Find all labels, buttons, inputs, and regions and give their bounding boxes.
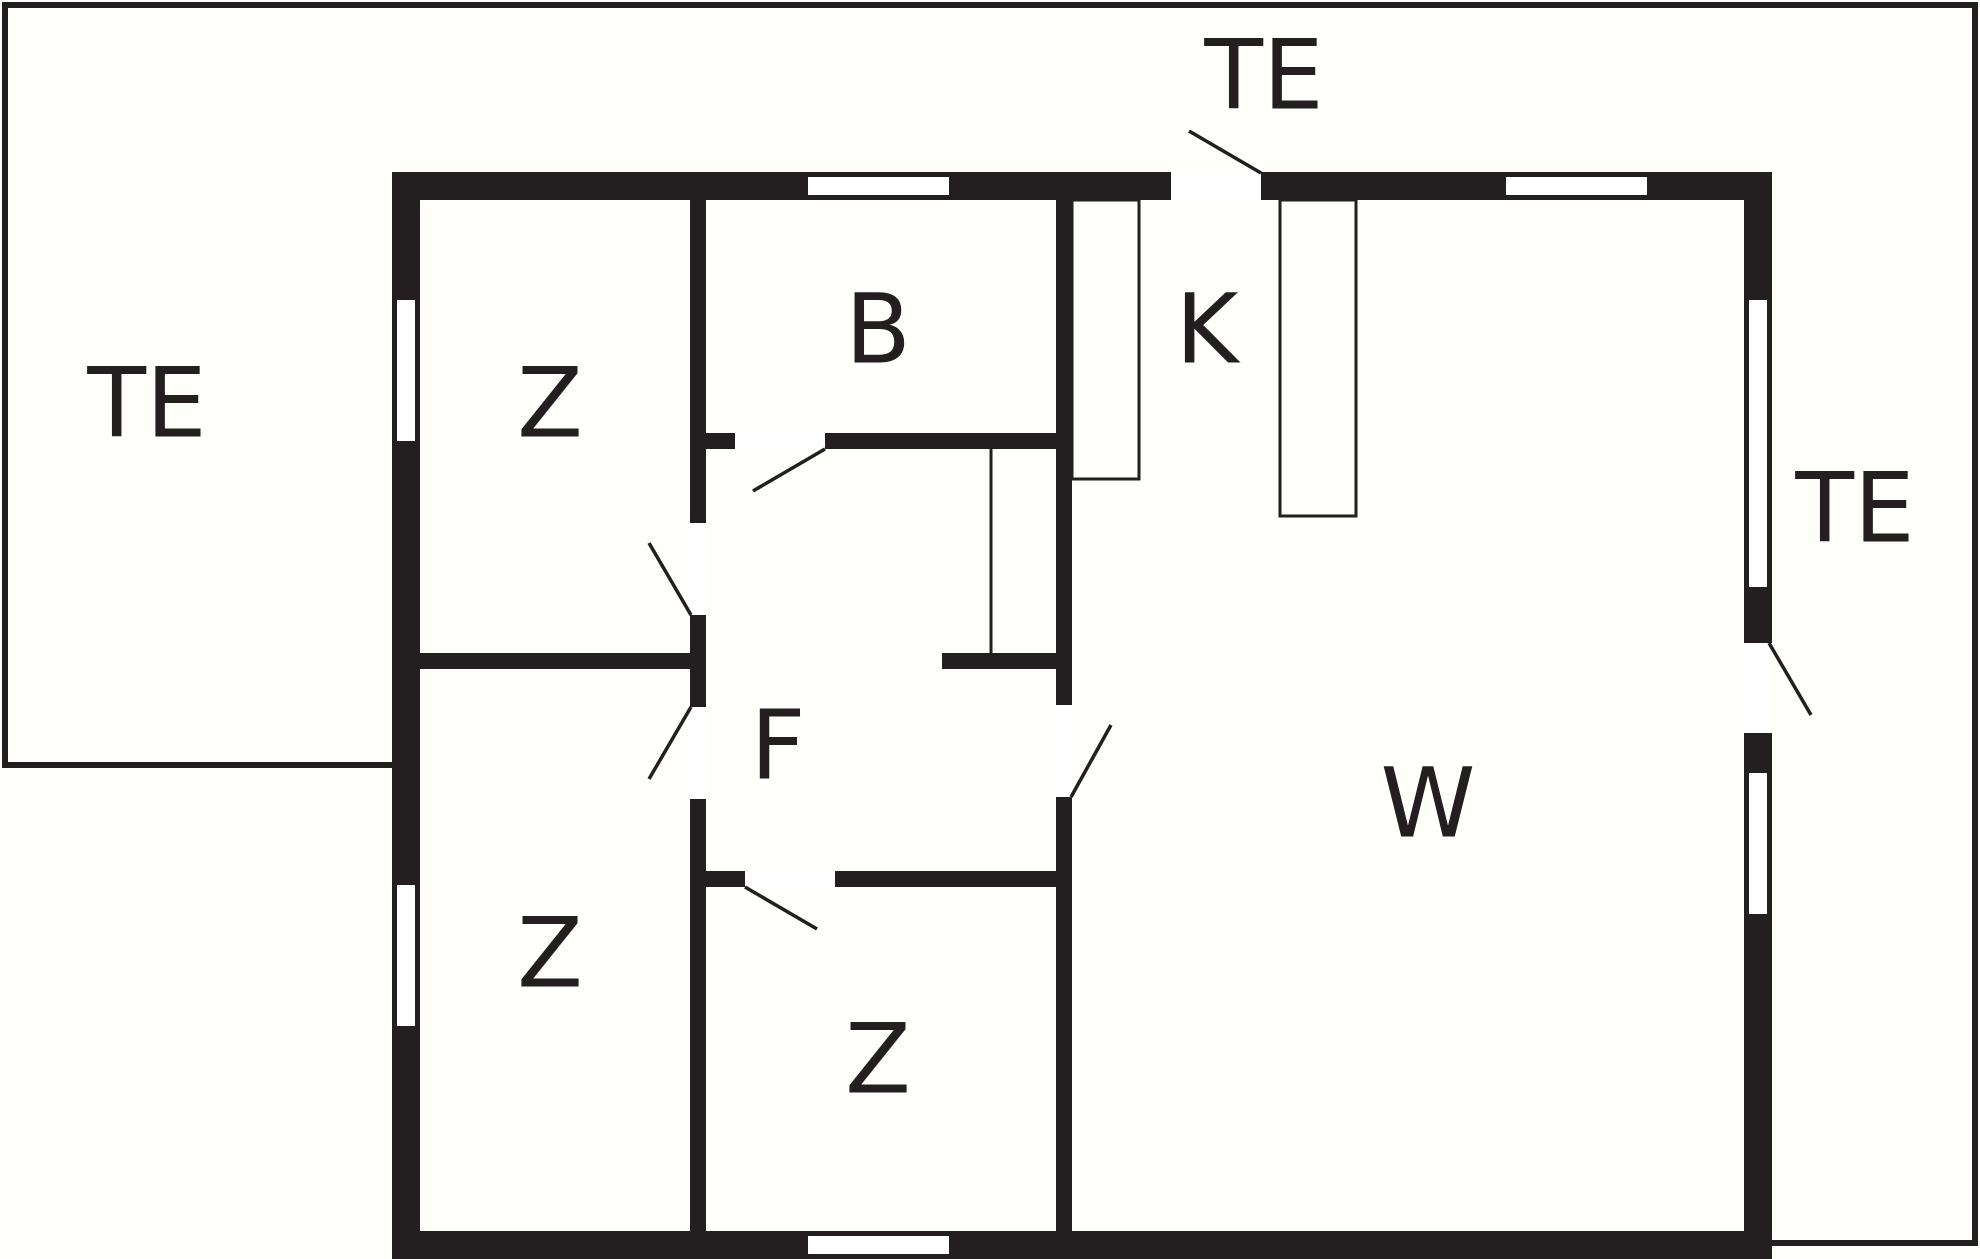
label-bedroom-south: Z [845,1003,911,1115]
door-leaf-bedroom-south [744,885,818,931]
door-leaf-north [1188,129,1262,175]
kitchen-counter-right [1278,198,1358,518]
window-west-upper [397,300,415,441]
window-east-upper [1749,300,1767,587]
window-north-left [808,177,949,195]
window-west-lower [397,885,415,1026]
door-gap-east [1744,643,1772,733]
window-north-right [1506,177,1647,195]
window-east-lower [1749,773,1767,914]
window-south [808,1236,949,1254]
label-bathroom: B [845,273,911,385]
door-leaf-bath [752,447,826,493]
door-leaf-living [1069,724,1113,798]
label-terrace-east: TE [1794,452,1914,564]
label-terrace-west: TE [86,347,206,459]
door-leaf-bedroom-upper [647,542,693,616]
door-gap-north [1171,172,1261,200]
label-bedroom-west-upper: Z [517,347,583,459]
label-kitchen: K [1176,273,1241,385]
door-gap-living [1056,705,1072,797]
door-gap-bath [735,433,825,449]
door-leaf-east [1767,642,1813,716]
label-bedroom-west-lower: Z [517,897,583,1009]
label-terrace-north: TE [1203,19,1323,131]
room-labels: TE TE TE Z Z Z B K F W [86,19,1914,1115]
label-hallway: F [750,689,805,801]
door-leaf-bedroom-lower [647,706,693,780]
door-gap-bedroom-upper [690,523,706,615]
door-leaves [647,129,1813,931]
door-gap-bedroom-lower [690,707,706,799]
door-gap-bedroom-south [745,871,835,887]
wall-openings [397,172,1772,1254]
fixtures [989,198,1358,653]
label-living-room: W [1381,747,1476,859]
kitchen-counter-left [1070,198,1141,481]
